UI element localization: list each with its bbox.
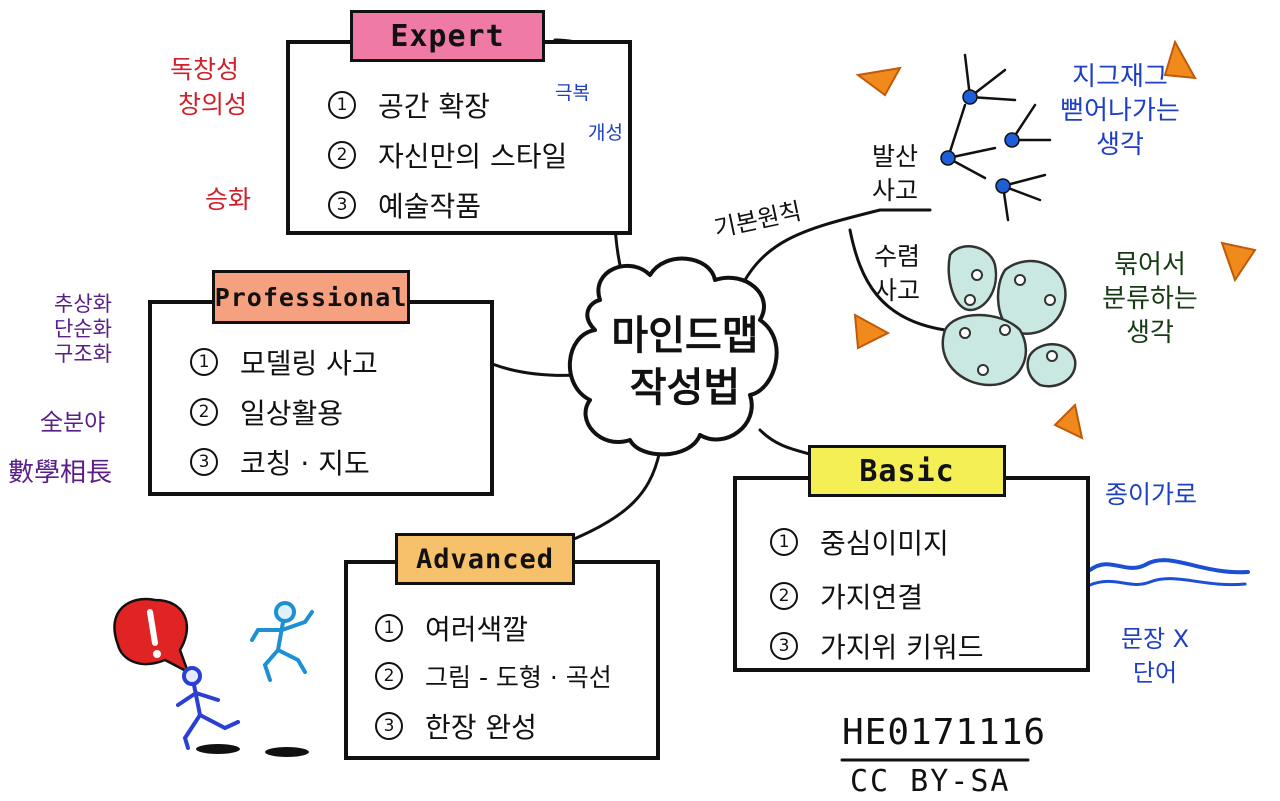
number-badge: 2 xyxy=(375,662,403,690)
number-badge: 1 xyxy=(375,614,403,642)
number-badge: 2 xyxy=(770,582,798,610)
note-originality: 독창성 xyxy=(170,55,240,84)
advanced-title: Advanced xyxy=(395,533,575,585)
shadows xyxy=(196,744,309,757)
note-keywords: 문장 X 단어 xyxy=(1120,625,1190,687)
number-badge: 3 xyxy=(770,632,798,660)
footer-code: HE0171116 xyxy=(842,712,1047,753)
water-waves xyxy=(1088,558,1250,587)
branch-convergent xyxy=(848,228,947,332)
note-structuring: 구조화 xyxy=(54,342,112,366)
center-cloud xyxy=(567,256,779,457)
note-math-growth: 數學相長 xyxy=(8,458,113,488)
number-badge: 2 xyxy=(328,141,356,169)
number-badge: 1 xyxy=(770,528,798,556)
jumping-person-icon xyxy=(250,601,314,682)
number-badge: 2 xyxy=(190,398,218,426)
divergent-nodes xyxy=(940,89,1020,194)
alert-bubble-icon xyxy=(113,597,191,675)
note-creativity: 창의성 xyxy=(178,90,248,119)
branch-advanced xyxy=(558,448,662,547)
number-badge: 3 xyxy=(190,448,218,476)
note-simplification: 단순화 xyxy=(54,317,112,341)
expert-box xyxy=(286,40,632,235)
note-abstraction: 추상화 xyxy=(54,292,112,316)
branch-principles xyxy=(733,208,932,302)
number-badge: 1 xyxy=(190,348,218,376)
expert-title: Expert xyxy=(350,10,545,62)
number-badge: 3 xyxy=(375,712,403,740)
number-badge: 1 xyxy=(328,91,356,119)
professional-title: Professional xyxy=(212,270,410,324)
footer-license: CC BY-SA xyxy=(850,764,1011,799)
note-sublimation: 승화 xyxy=(205,185,252,214)
note-all-fields: 全분야 xyxy=(40,410,106,436)
expert-annotation-personality: 개성 xyxy=(588,122,623,144)
convergent-clusters xyxy=(941,245,1077,388)
divergent-arrows xyxy=(946,53,1052,222)
note-paper-landscape: 종이가로 xyxy=(1105,480,1198,509)
expert-annotation-overcome: 극복 xyxy=(555,82,590,104)
center-title: 마인드맵 작성법 xyxy=(611,313,759,411)
number-badge: 3 xyxy=(328,191,356,219)
basic-title: Basic xyxy=(808,445,1006,497)
convergent-description: 묶어서 분류하는 생각 xyxy=(1102,250,1198,348)
walking-person-icon xyxy=(176,666,240,750)
professional-notes: 추상화 단순화 구조화 xyxy=(28,292,138,367)
triangle-icon xyxy=(853,39,1257,440)
divergent-description: 지그재그 뻗어나가는 생각 xyxy=(1060,62,1180,160)
